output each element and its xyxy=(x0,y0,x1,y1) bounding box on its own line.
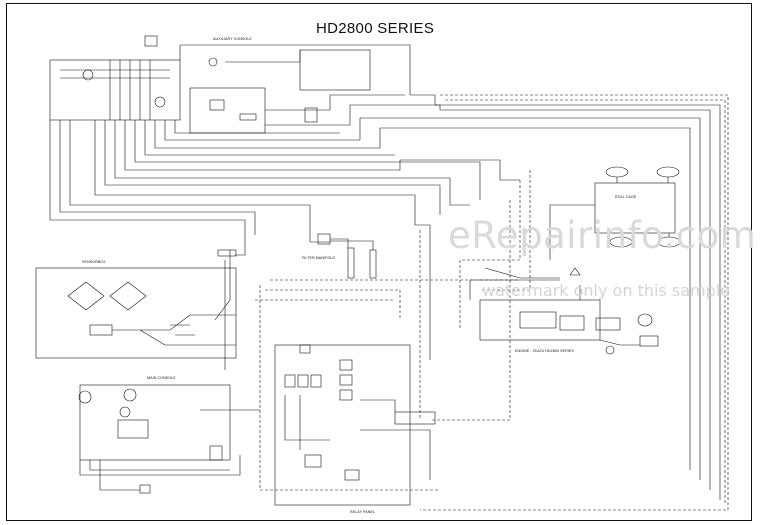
relay-panel-label: RELAY PANEL xyxy=(350,510,376,514)
filter-manifold-label: FILTER MANIFOLD xyxy=(302,256,336,260)
main-harness-lines xyxy=(49,44,721,500)
sensor-box-block xyxy=(35,249,237,370)
main-console-block xyxy=(78,384,260,494)
watermark-note: watermark only on this sample xyxy=(482,281,731,300)
engine-label: ENGINE - ISUZU HD2800 SERIES xyxy=(515,349,574,353)
dashed-harness-lines xyxy=(255,94,729,511)
main-console-label: MAIN CONSOLE xyxy=(147,376,176,380)
relay-panel-block xyxy=(274,344,436,506)
roll-cage-block xyxy=(549,166,681,260)
watermark-brand: eRepairinfo.com xyxy=(448,214,757,257)
roll-cage-label: ROLL CAGE xyxy=(615,195,637,199)
engine-block xyxy=(469,267,659,355)
diagram-sheet xyxy=(6,3,752,521)
sensor-box-label: SENSORBOX xyxy=(82,260,106,264)
page-title: HD2800 SERIES xyxy=(316,20,435,37)
auxiliary-console-block xyxy=(49,35,371,134)
filter-manifold-block xyxy=(317,233,377,279)
auxiliary-console-label: AUXILIARY CONSOLE xyxy=(213,37,252,41)
